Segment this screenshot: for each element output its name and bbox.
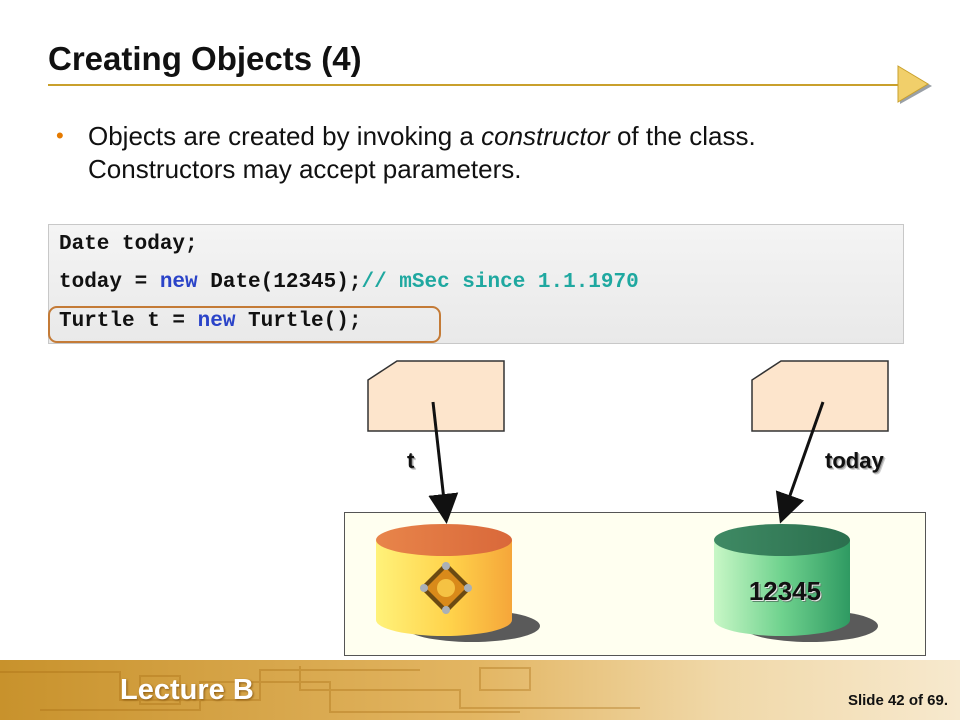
bullet-text-line2: Constructors may accept parameters. [88,154,522,184]
bullet-emphasis: constructor [481,121,610,151]
code-line-highlight [48,306,441,343]
lecture-label: Lecture B [120,674,254,706]
arrow-today-to-date [775,401,825,524]
play-arrow-icon [897,65,932,104]
code-text: Turtle(); [235,310,362,333]
code-line-3: Turtle t = new Turtle(); [59,310,361,333]
date-object-cylinder [714,524,878,642]
code-comment: // mSec since 1.1.1970 [361,271,639,294]
code-text: today = [59,271,160,294]
code-keyword: new [197,310,236,333]
bullet-text-part: Objects are created by invoking a [88,121,482,151]
slide-footer: Lecture B Slide 42 of 69. [0,660,960,720]
code-keyword: new [159,271,198,294]
slide-number: Slide 42 of 69. [847,692,948,709]
arrow-t-to-turtle [428,401,459,524]
turtle-object-icon [420,562,472,614]
code-text: Date today; [59,233,198,256]
slide-title: Creating Objects (4) [48,40,362,77]
code-block: Date today; today = new Date(12345);// m… [48,224,904,344]
title-underline [48,84,910,86]
variable-label-today: today [825,448,884,473]
code-line-2: today = new Date(12345);// mSec since 1.… [59,271,639,294]
bullet-item: • Objects are created by invoking a cons… [56,120,916,186]
date-value-label: 12345 [748,576,822,606]
variable-label-t: t [407,448,415,473]
bullet-text: Objects are created by invoking a constr… [88,120,756,186]
code-line-1: Date today; [59,233,198,256]
variable-card-today [751,360,889,432]
code-text: Turtle t = [59,310,198,333]
code-text: Date(12345); [197,271,362,294]
bullet-text-part: of the class. [609,121,756,151]
bullet-dot: • [56,123,64,148]
circuit-decoration [0,666,640,713]
